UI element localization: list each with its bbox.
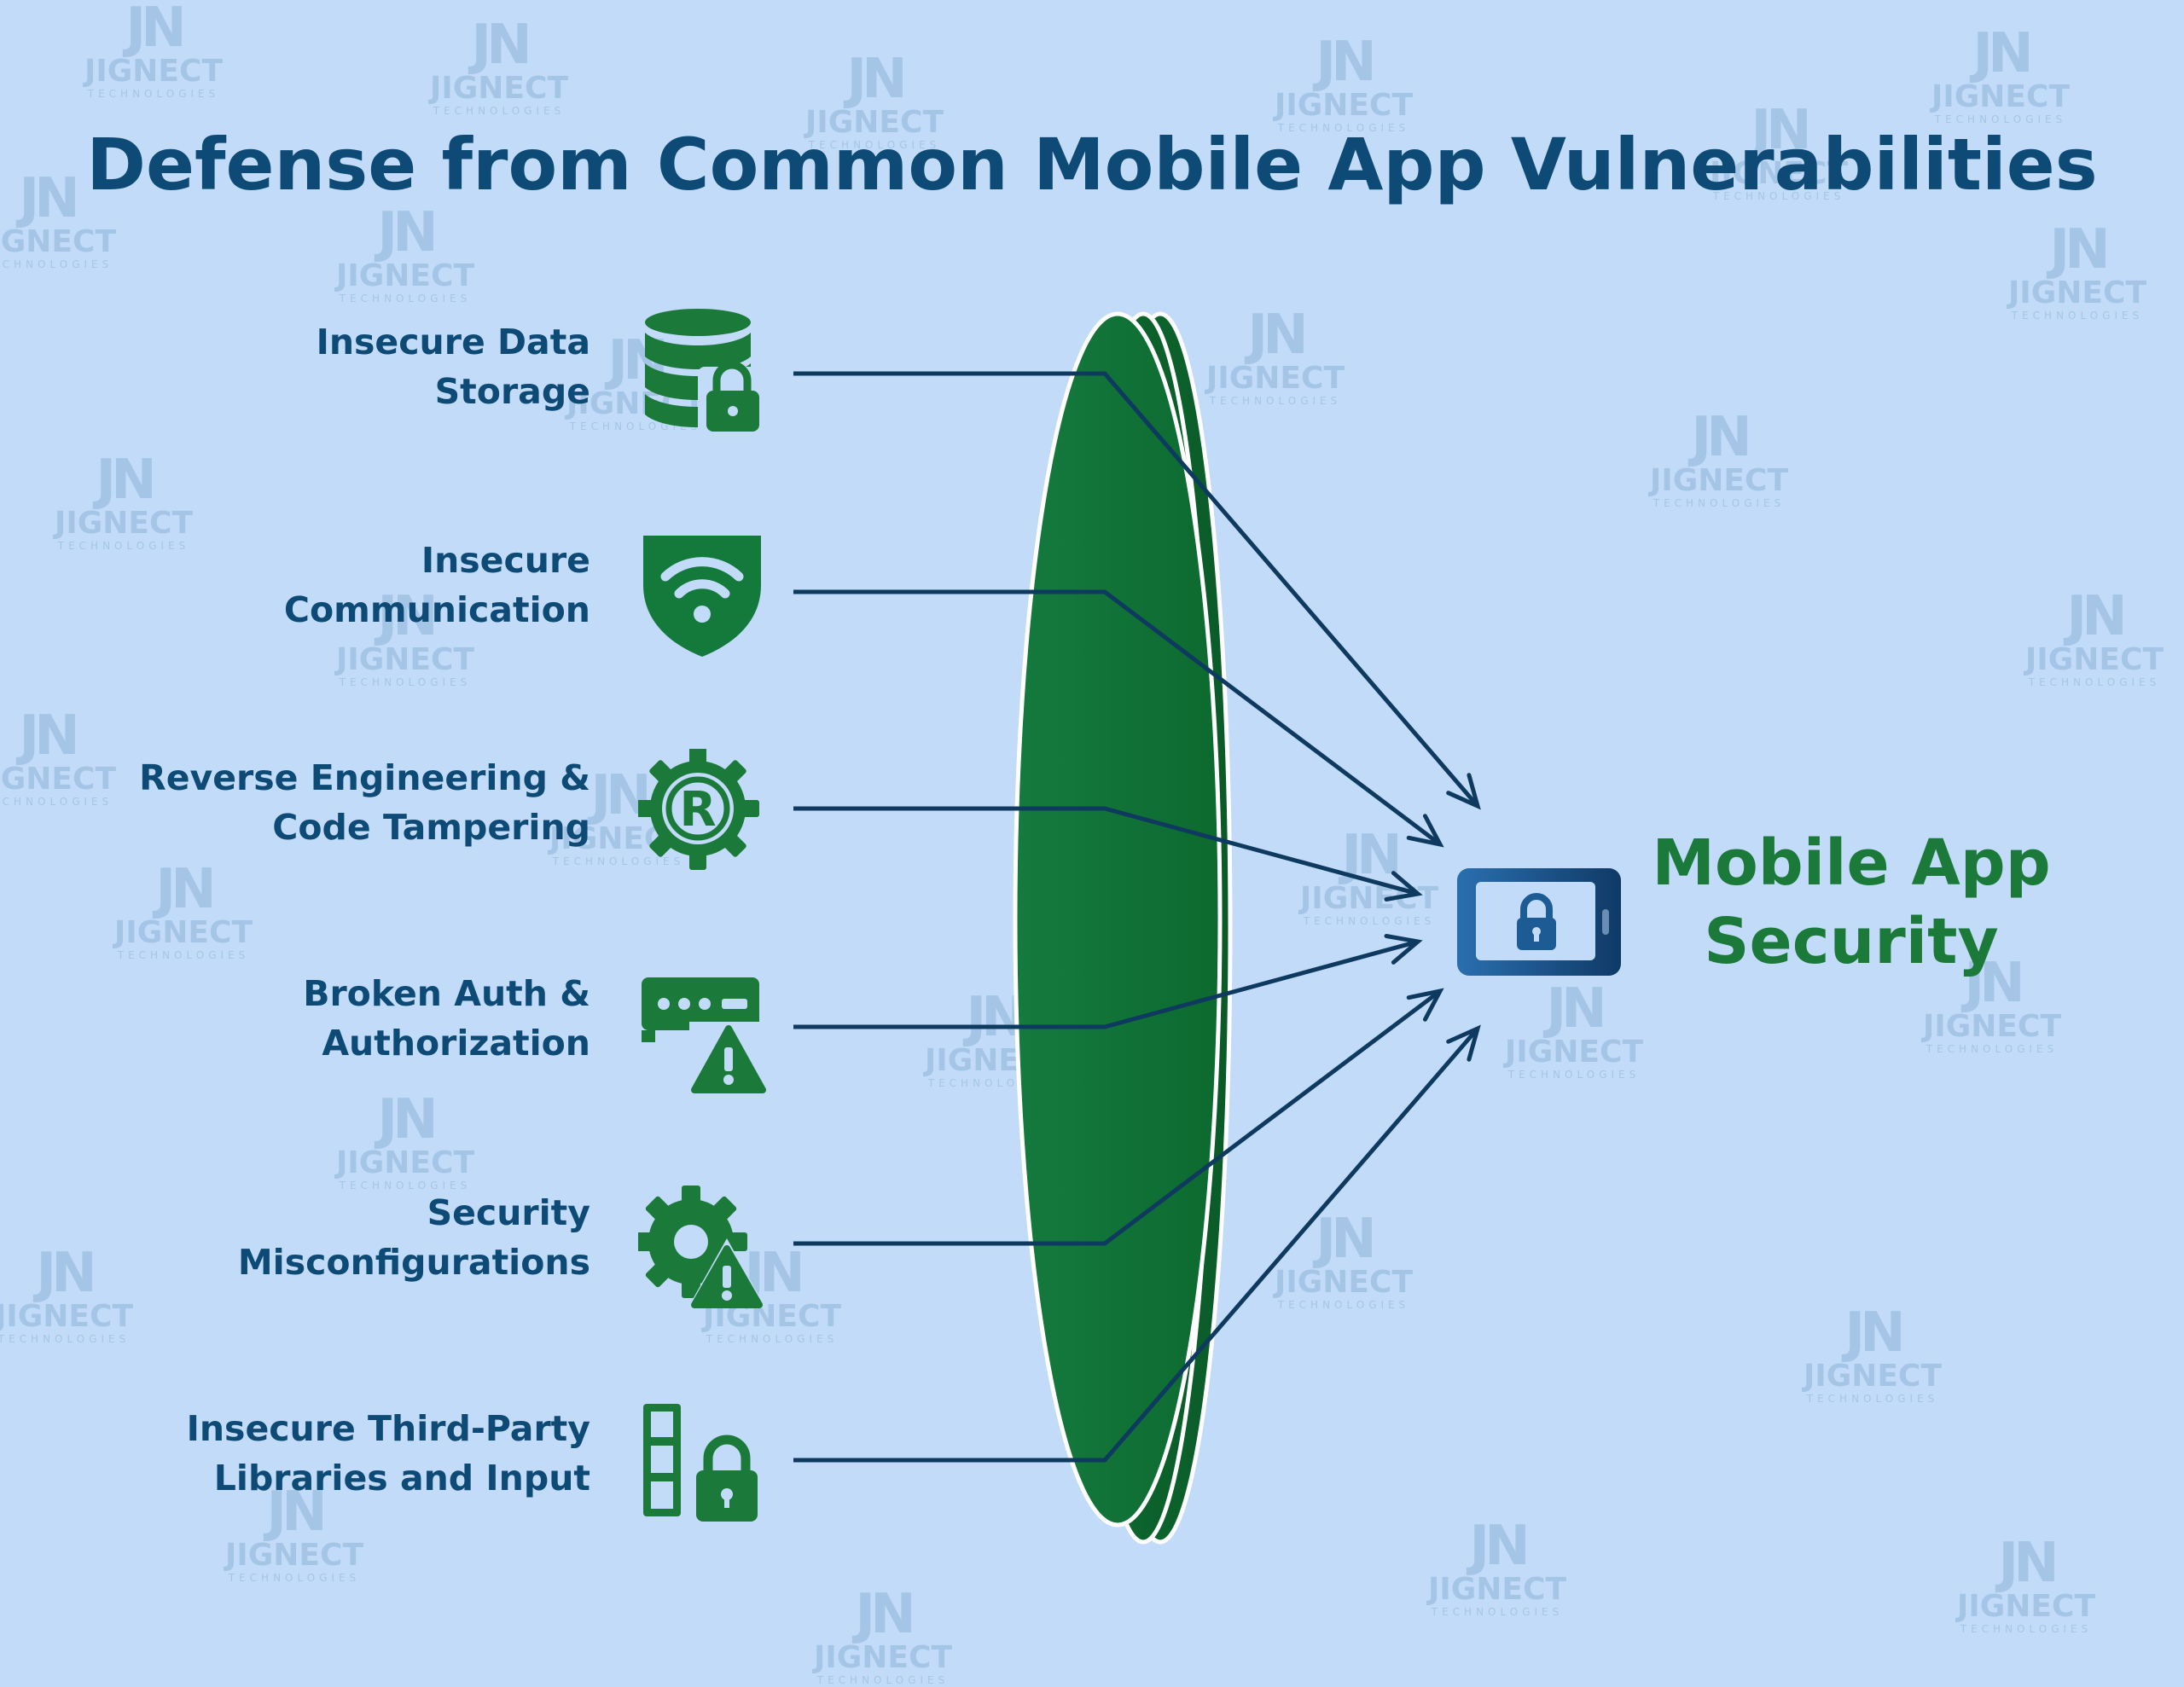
page-title: Defense from Common Mobile App Vulnerabi… xyxy=(86,123,2098,206)
arrow-head xyxy=(1406,988,1444,1022)
shield-front-layer xyxy=(1013,311,1223,1528)
label-line: Misconfigurations xyxy=(237,1242,590,1283)
gear-warning-icon xyxy=(638,1186,766,1308)
password-warning-icon xyxy=(642,977,766,1099)
connector-arrow xyxy=(793,806,1419,896)
label-line: Libraries and Input xyxy=(213,1458,590,1499)
connector-arrow xyxy=(793,371,1479,808)
connector-arrow xyxy=(793,1027,1479,1463)
svg-text:R: R xyxy=(679,782,716,838)
vulnerability-label: Security Misconfigurations xyxy=(44,1188,590,1287)
label-line: Storage xyxy=(434,371,590,412)
label-line: Insecure Third-Party xyxy=(186,1408,590,1449)
label-line: Authorization xyxy=(322,1023,590,1064)
label-line: Insecure xyxy=(421,540,590,581)
defense-shield xyxy=(1013,311,1233,1545)
vulnerability-label: Insecure Third-Party Libraries and Input xyxy=(44,1404,590,1503)
label-line: Code Tampering xyxy=(272,807,590,848)
target-label-line: Security xyxy=(1704,905,1999,978)
label-line: Reverse Engineering & xyxy=(139,757,590,798)
arrow-head xyxy=(1384,871,1423,901)
arrow-head xyxy=(1446,773,1481,810)
connector-arrow xyxy=(793,989,1442,1246)
label-line: Insecure Data xyxy=(316,322,590,362)
connector-arrow xyxy=(793,589,1442,846)
target-label-line: Mobile App xyxy=(1652,826,2051,900)
target-label: Mobile App Security xyxy=(1612,824,2090,981)
label-line: Broken Auth & xyxy=(303,973,590,1014)
connector-arrow xyxy=(793,939,1419,1029)
gear-registered-icon: R xyxy=(638,749,759,870)
locked-device-icon xyxy=(1457,868,1621,976)
arrow-head xyxy=(1406,814,1444,848)
vulnerability-label: Insecure Data Storage xyxy=(44,317,590,416)
arrow-head xyxy=(1384,934,1423,965)
watermark-tagline: TECHNOLOGIES xyxy=(816,1674,950,1686)
vulnerability-label: Reverse Engineering & Code Tampering xyxy=(44,753,590,852)
vulnerability-label: Insecure Communication xyxy=(44,536,590,635)
stack-lock-icon xyxy=(643,1404,758,1522)
arrow-head xyxy=(1446,1024,1481,1062)
label-line: Communication xyxy=(283,589,590,630)
label-line: Security xyxy=(427,1192,590,1233)
wifi-shield-icon xyxy=(643,536,761,657)
vulnerability-label: Broken Auth & Authorization xyxy=(44,969,590,1068)
arrow-group xyxy=(793,371,1481,1463)
database-lock-icon xyxy=(645,309,766,435)
